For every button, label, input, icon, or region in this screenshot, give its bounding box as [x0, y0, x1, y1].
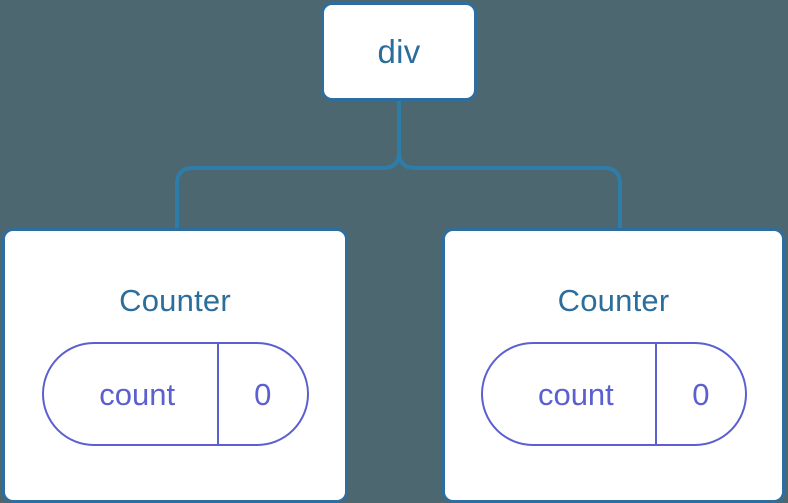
state-value-0: 0	[216, 344, 307, 444]
tree-node-counter-0[interactable]: Counter count 0	[2, 228, 348, 503]
connector-root-to-left-child	[175, 99, 401, 233]
state-pill-count-0[interactable]: count 0	[41, 342, 309, 446]
tree-node-counter-1[interactable]: Counter count 0	[442, 228, 785, 503]
state-key-1: count	[537, 376, 614, 412]
counter-title-1: Counter	[557, 283, 670, 318]
root-node-label: div	[377, 33, 421, 70]
state-value-1: 0	[655, 344, 744, 444]
state-pill-count-1[interactable]: count 0	[480, 342, 747, 446]
tree-node-root[interactable]: div	[321, 2, 477, 101]
counter-title-0: Counter	[119, 283, 231, 318]
state-key-0: count	[99, 376, 176, 412]
connector-root-to-right-child	[397, 99, 622, 233]
